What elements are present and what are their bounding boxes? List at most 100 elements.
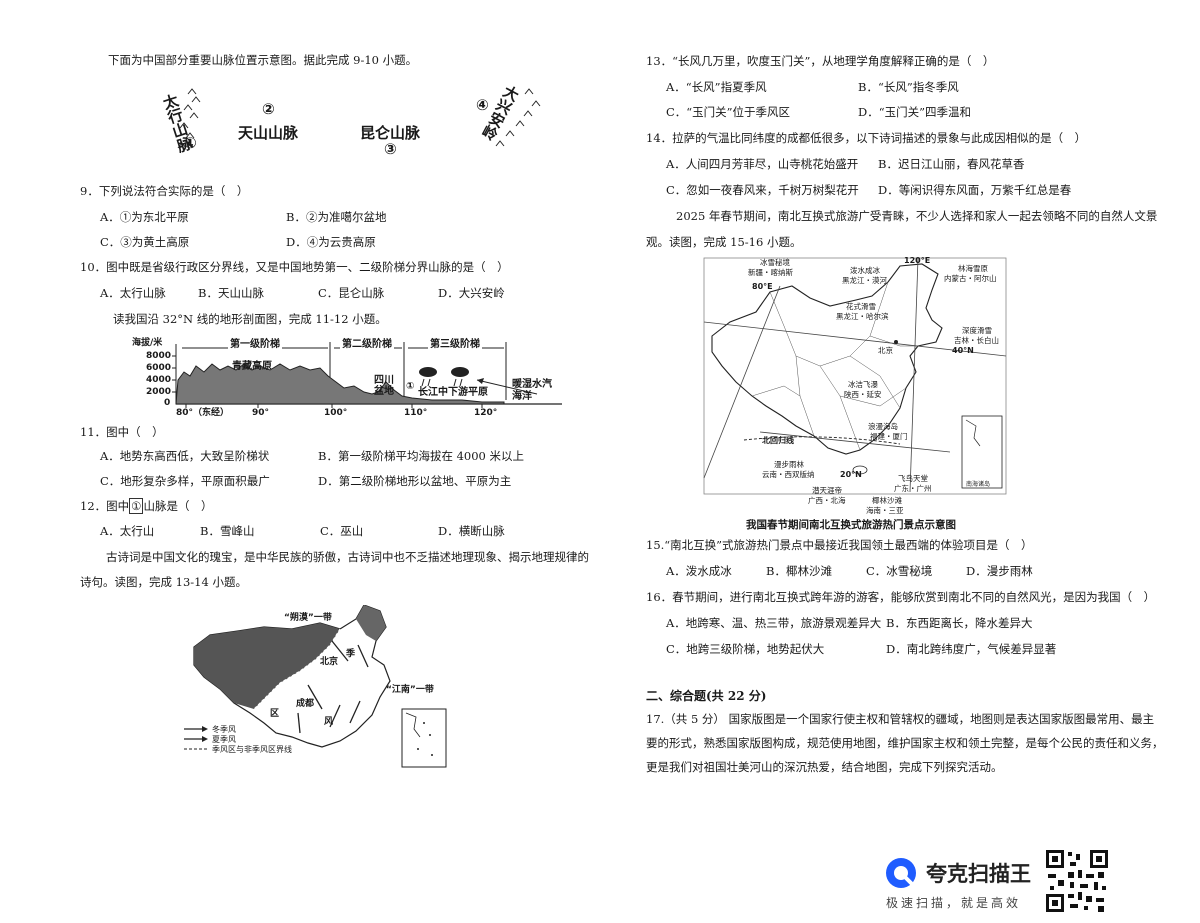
map2-80e: 80°E xyxy=(752,282,773,291)
map2-xinjiang-label: 冰雪秘境 xyxy=(760,258,790,267)
q17-line3: 更是我们对祖国壮美河山的深沉热爱，结合地图，完成下列探究活动。 xyxy=(646,760,1003,774)
q11-stem: 11．图中（ ） xyxy=(80,425,164,439)
intro-profile: 读我国沿 32°N 线的地形剖面图，完成 11-12 小题。 xyxy=(113,312,387,326)
profile-xtick-100: 100° xyxy=(324,408,348,418)
profile-marker-1: ① xyxy=(406,381,415,392)
q12-stem-suffix: 山脉是（ ） xyxy=(143,499,213,513)
map2-jilin-label: 深度滑雪 xyxy=(962,326,992,335)
q10-option-a: A．太行山脉 xyxy=(100,286,166,300)
q9-option-a: A．①为东北平原 xyxy=(100,210,189,224)
profile-ytick-6000: 6000 xyxy=(146,363,172,373)
q14-option-d: D．等闲识得东风面，万紫千红总是春 xyxy=(878,183,1072,197)
profile-xtick-120: 120° xyxy=(474,408,498,418)
map2-yunnan-label: 漫步雨林 xyxy=(774,460,804,469)
q15-option-a: A．泼水成冰 xyxy=(666,564,732,578)
map2-yanan-place: 陕西・延安 xyxy=(844,390,882,399)
q12-option-a: A．太行山 xyxy=(100,524,155,538)
q11-option-a: A．地势东高西低，大致呈阶梯状 xyxy=(100,449,270,463)
profile-vapor: 暖湿水汽 xyxy=(512,379,552,390)
q10-option-c: C．昆仑山脉 xyxy=(318,286,385,300)
profile-ylabel: 海拔/米 xyxy=(132,338,163,348)
map1-shuomo: “朔漠”一带 xyxy=(284,613,332,623)
q13-option-d: D．“玉门关”四季温和 xyxy=(858,105,971,119)
q15-stem: 15.“南北互换”式旅游热门景点中最接近我国领土最西端的体验项目是（ ） xyxy=(646,538,1033,552)
map1-beijing: 北京 xyxy=(320,657,339,667)
terrain-profile: 海拔/米 8000 6000 4000 2000 0 第一级阶梯 第二级阶梯 第… xyxy=(132,336,572,420)
profile-xtick-110: 110° xyxy=(404,408,428,418)
q11-option-d: D．第二级阶梯地形以盆地、平原为主 xyxy=(318,474,512,488)
q12-stem-prefix: 12．图中 xyxy=(80,499,130,513)
mountain-schematic: 太行山脉 ① ② 天山山脉 昆仑山脉 ③ ④ 大兴安岭 xyxy=(140,80,560,170)
q13-option-a: A．“长风”指夏季风 xyxy=(666,80,767,94)
map1-legend-winter: 冬季风 xyxy=(212,725,236,734)
profile-step-2: 第二级阶梯 xyxy=(340,339,394,350)
q14-option-c: C．忽如一夜春风来，千树万树梨花开 xyxy=(666,183,859,197)
profile-xtick-90: 90° xyxy=(252,408,270,418)
q13-option-b: B．“长风”指冬季风 xyxy=(858,80,959,94)
q15-option-d: D．漫步雨林 xyxy=(966,564,1033,578)
map2-120e: 120°E xyxy=(904,256,931,265)
q9-option-d: D．④为云贵高原 xyxy=(286,235,376,249)
map2-yanan-label: 冰洁飞瀑 xyxy=(848,380,878,389)
q17-line2: 要的形式，熟悉国家版图构成，规范使用地图，维护国家主权和领土完整，是每个公民的责… xyxy=(646,736,1164,750)
q12-option-c: C．巫山 xyxy=(320,524,364,538)
intro-poem-line2: 诗句。读图，完成 13-14 小题。 xyxy=(80,575,247,589)
map1-feng: 风 xyxy=(324,717,334,727)
quark-logo-icon xyxy=(886,858,916,888)
q16-stem: 16．春节期间，进行南北互换式跨年游的游客，能够欣赏到南北不同的自然风光，是因为… xyxy=(646,590,1156,604)
q14-option-a: A．人间四月芳菲尽，山寺桃花始盛开 xyxy=(666,157,859,171)
profile-basin-line2: 盆地 xyxy=(374,386,394,397)
map1-chengdu: 成都 xyxy=(296,699,315,709)
q9-stem: 9．下列说法符合实际的是（ ） xyxy=(80,184,249,198)
map2-harbin-label: 花式滑雪 xyxy=(846,302,876,311)
profile-ocean: 海洋 xyxy=(512,391,532,402)
map2-heilong-place: 黑龙江・漠河 xyxy=(842,276,887,285)
q16-option-c: C．地跨三级阶梯，地势起伏大 xyxy=(666,642,825,656)
map1-legend-summer: 夏季风 xyxy=(212,735,236,744)
map2-guangzhou-label: 飞鸟天堂 xyxy=(898,474,928,483)
q14-option-b: B．迟日江山丽，春风花草香 xyxy=(878,157,1025,171)
q9-option-b: B．②为准噶尔盆地 xyxy=(286,210,387,224)
profile-xtick-80: 80°（东经） xyxy=(176,408,230,418)
mountain-symbols xyxy=(177,88,541,149)
q16-option-d: D．南北跨纬度广，气候差异显著 xyxy=(886,642,1057,656)
profile-ytick-2000: 2000 xyxy=(146,387,172,397)
mountain-number-2: ② xyxy=(262,100,275,118)
mountain-number-4: ④ xyxy=(476,96,489,114)
q14-stem: 14．拉萨的气温比同纬度的成都低很多，以下诗词描述的景象与此成因相似的是（ ） xyxy=(646,131,1087,145)
watermark-slogan: 极速扫描，就是高效 xyxy=(886,896,1022,910)
map2-yunnan-place: 云南・西双版纳 xyxy=(762,470,815,479)
q10-option-b: B．天山山脉 xyxy=(198,286,264,300)
q15-option-b: B．椰林沙滩 xyxy=(766,564,832,578)
intro-travel-line1: 2025 年春节期间，南北互换式旅游广受青睐，不少人选择和家人一起去领略不同的自… xyxy=(676,209,1158,223)
mountain-kunlun-label: 昆仑山脉 xyxy=(360,124,421,142)
map2-tropic: 北回归线 xyxy=(762,436,794,445)
map2-inset-label: 南海诸岛 xyxy=(966,481,991,488)
section-2-title: 二、综合题(共 22 分) xyxy=(646,689,767,703)
watermark-name: 夸克扫描王 xyxy=(926,862,1031,886)
q16-option-b: B．东西距离长，降水差异大 xyxy=(886,616,1033,630)
profile-ytick-8000: 8000 xyxy=(146,351,172,361)
map2-beihai-place: 广西・北海 xyxy=(808,496,846,505)
map1-ji: 季 xyxy=(346,649,356,659)
q9-option-c: C．③为黄土高原 xyxy=(100,235,190,249)
scanner-watermark: 夸克扫描王 极速扫描，就是高效 xyxy=(880,848,1120,914)
travel-map-shapes xyxy=(703,257,1007,495)
q11-option-c: C．地形复杂多样，平原面积最广 xyxy=(100,474,270,488)
map1-qu: 区 xyxy=(270,709,280,719)
map2-jilin-place: 吉林・长白山 xyxy=(954,336,999,345)
map2-xiamen-place: 福建・厦门 xyxy=(870,432,908,441)
mountain-number-1: ① xyxy=(184,134,197,152)
map2-harbin-place: 黑龙江・哈尔滨 xyxy=(836,312,889,321)
q12-stem-mark: ① xyxy=(129,498,144,514)
map2-guangzhou-place: 广东・广州 xyxy=(894,484,932,493)
intro-poem-line1: 古诗词是中国文化的瑰宝，是中华民族的骄傲，古诗词中也不乏描述地理现象、揭示地理规… xyxy=(106,550,589,564)
q10-stem: 10．图中既是省级行政区分界线，又是中国地势第一、二级阶梯分界山脉的是（ ） xyxy=(80,260,509,274)
intro-mountains: 下面为中国部分重要山脉位置示意图。据此完成 9-10 小题。 xyxy=(108,53,418,67)
map2-20n: 20°N xyxy=(840,470,862,479)
map2-neimeng-label: 林海雪原 xyxy=(958,264,988,273)
q15-option-c: C．冰雪秘境 xyxy=(866,564,933,578)
map1-jiangnan: “江南”一带 xyxy=(386,685,434,695)
q16-option-a: A．地跨寒、温、热三带，旅游景观差异大 xyxy=(666,616,882,630)
profile-plain: 长江中下游平原 xyxy=(418,387,488,398)
